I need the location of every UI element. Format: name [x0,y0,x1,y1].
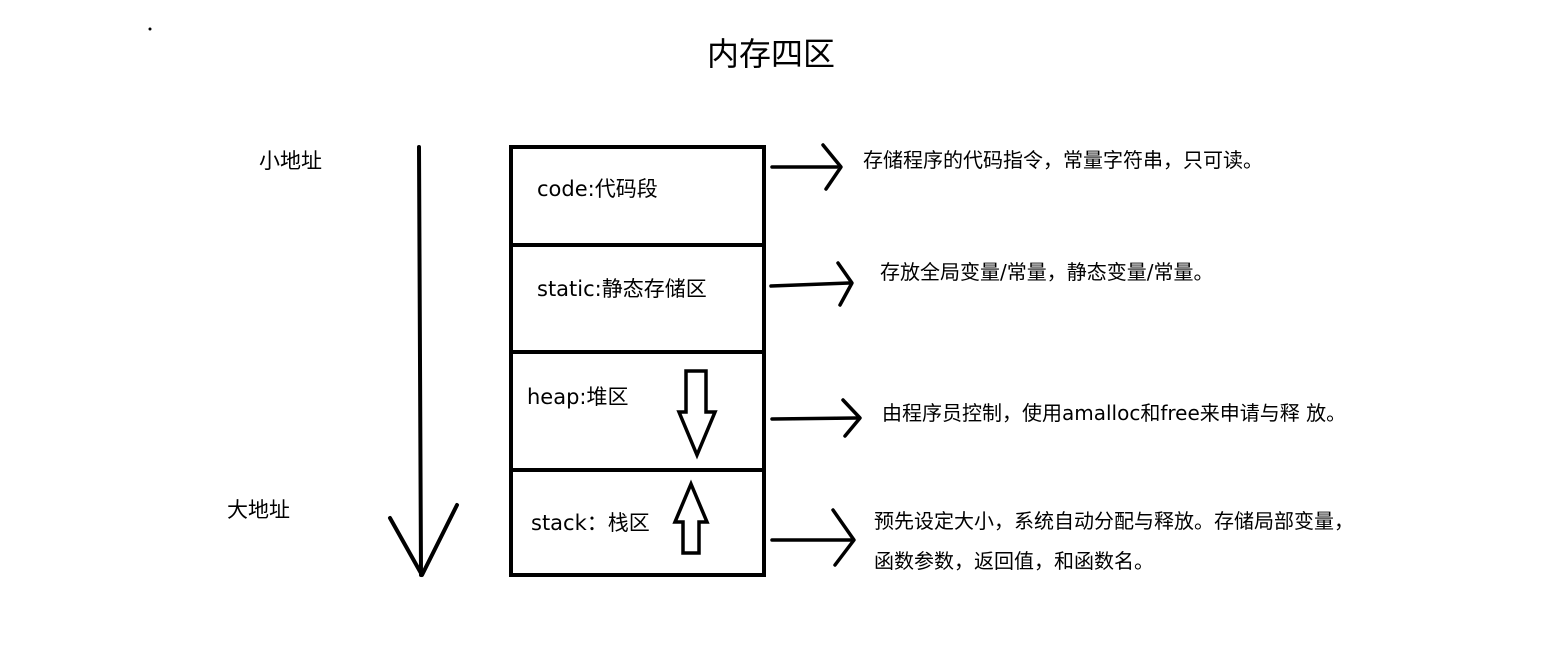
heap-description: 由程序员控制，使用amalloc和free来申请与释 放。 [882,401,1347,425]
code-description: 存储程序的代码指令，常量字符串，只可读。 [863,148,1263,172]
heap-pointer-arrow [770,398,862,438]
code-pointer-arrow [770,143,843,191]
static-segment-label: static:静态存储区 [537,277,707,301]
stack-description-line-1: 预先设定大小，系统自动分配与释放。存储局部变量， [874,509,1354,533]
stack-description-line-2: 函数参数，返回值，和函数名。 [874,549,1154,573]
address-direction-arrow [388,145,459,577]
stack-grow-up-icon [672,479,710,555]
stack-segment-box [509,468,766,577]
page-title: 内存四区 [707,35,836,73]
low-address-label: 小地址 [259,149,322,173]
heap-segment-box [509,350,766,472]
heap-grow-down-icon [676,369,718,460]
memory-block [509,145,766,577]
stack-pointer-arrow [770,508,856,567]
static-description: 存放全局变量/常量，静态变量/常量。 [880,260,1214,284]
stray-dot [148,27,152,31]
high-address-label: 大地址 [227,498,290,522]
heap-segment-label: heap:堆区 [527,385,629,409]
code-segment-label: code:代码段 [537,177,658,201]
static-pointer-arrow [769,261,854,307]
stack-segment-label: stack：栈区 [531,511,650,535]
